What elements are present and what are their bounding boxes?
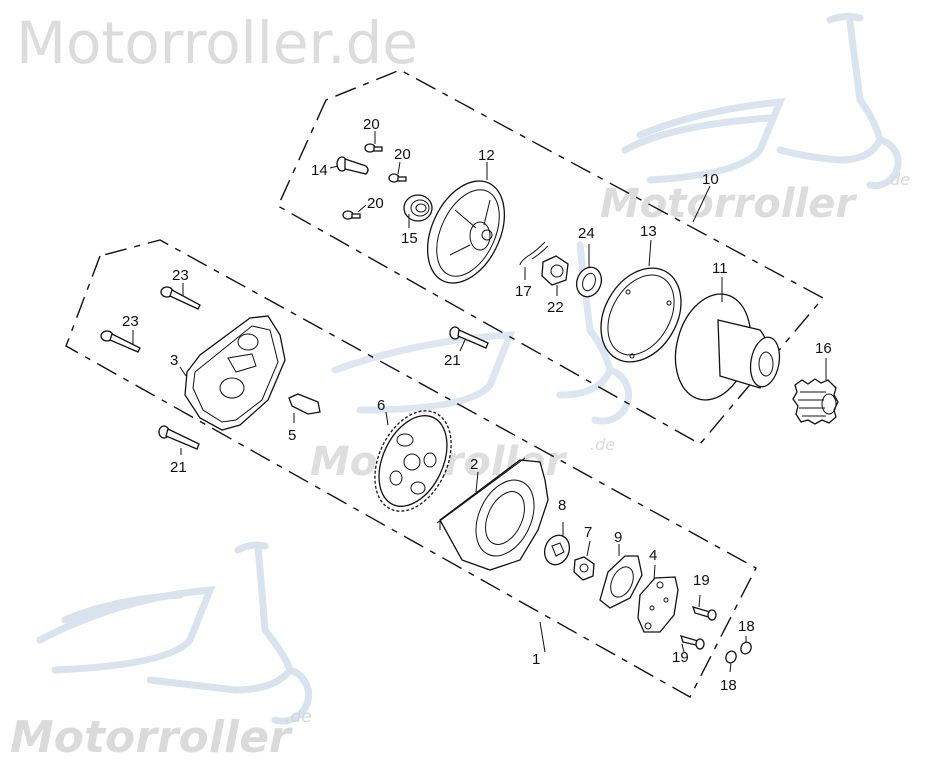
ring-8: 8 <box>543 497 571 566</box>
watermark-title: Motorroller.de <box>16 9 419 77</box>
svg-text:20: 20 <box>367 195 384 212</box>
svg-text:2: 2 <box>470 456 478 473</box>
svg-text:23: 23 <box>122 313 139 330</box>
nut-22: 22 <box>541 255 569 316</box>
washer-24: 24 <box>575 225 603 298</box>
screw-19-b: 19 <box>672 635 705 666</box>
svg-text:18: 18 <box>738 618 755 635</box>
screw-19-a: 19 <box>691 572 717 621</box>
watermark-logo-bottom-left: Motorroller .de <box>10 541 313 763</box>
watermark-logo-top-right: Motorroller .de <box>600 12 910 227</box>
o-ring-18-b: 18 <box>720 650 737 694</box>
svg-text:20: 20 <box>363 116 380 133</box>
svg-text:.de: .de <box>885 170 910 189</box>
spring-15: 15 <box>401 194 433 247</box>
svg-text:16: 16 <box>815 340 832 357</box>
housing-2: 2 <box>436 456 549 571</box>
svg-text:3: 3 <box>170 352 178 369</box>
svg-text:8: 8 <box>558 497 566 514</box>
svg-text:22: 22 <box>547 299 564 316</box>
gear-hub-11: 11 <box>674 260 781 401</box>
svg-text:19: 19 <box>672 649 689 666</box>
svg-text:7: 7 <box>584 524 592 541</box>
screw-20-c: 20 <box>342 195 384 220</box>
svg-text:21: 21 <box>444 352 461 369</box>
label-10: 10 <box>702 171 719 188</box>
svg-text:19: 19 <box>693 572 710 589</box>
svg-text:6: 6 <box>377 397 385 414</box>
svg-text:.de: .de <box>285 707 312 727</box>
pinion-gear-16: 16 <box>792 340 839 425</box>
nut-7: 7 <box>573 524 595 581</box>
svg-text:13: 13 <box>640 223 657 240</box>
svg-text:21: 21 <box>170 459 187 476</box>
svg-text:20: 20 <box>394 146 411 163</box>
svg-text:17: 17 <box>515 283 532 300</box>
bolt-21-a: 21 <box>444 326 489 369</box>
svg-text:4: 4 <box>649 547 657 564</box>
watermark-logo-text: Motorroller <box>600 181 857 227</box>
gasket-13: 13 <box>600 223 682 363</box>
svg-text:15: 15 <box>401 230 418 247</box>
svg-text:12: 12 <box>478 147 495 164</box>
bolt-21-b: 21 <box>158 425 200 476</box>
group-box-1 <box>65 239 757 698</box>
screw-20-b: 20 <box>388 146 411 183</box>
group-box-10 <box>277 69 825 445</box>
clip-17: 17 <box>515 241 549 300</box>
bolt-23-b: 23 <box>100 313 141 353</box>
svg-text:18: 18 <box>720 677 737 694</box>
o-ring-18-a: 18 <box>738 618 755 655</box>
screw-20-a: 20 <box>363 116 383 153</box>
label-1: 1 <box>532 651 540 668</box>
plate-4: 4 <box>637 547 679 633</box>
svg-text:.de: .de <box>590 435 615 454</box>
stud-5: 5 <box>288 393 321 444</box>
svg-text:23: 23 <box>172 267 189 284</box>
gasket-9: 9 <box>599 529 643 609</box>
sprocket-gear-6: 6 <box>374 397 452 512</box>
svg-text:9: 9 <box>614 529 622 546</box>
svg-text:Motorroller: Motorroller <box>10 712 293 763</box>
svg-text:11: 11 <box>712 260 728 277</box>
pin-14: 14 <box>311 156 369 179</box>
svg-text:24: 24 <box>578 225 595 242</box>
svg-text:14: 14 <box>311 162 328 179</box>
starter-clutch-12: 12 <box>427 147 505 284</box>
cover-3: 3 <box>170 315 286 431</box>
svg-text:5: 5 <box>288 427 296 444</box>
bolt-23-a: 23 <box>160 267 201 310</box>
